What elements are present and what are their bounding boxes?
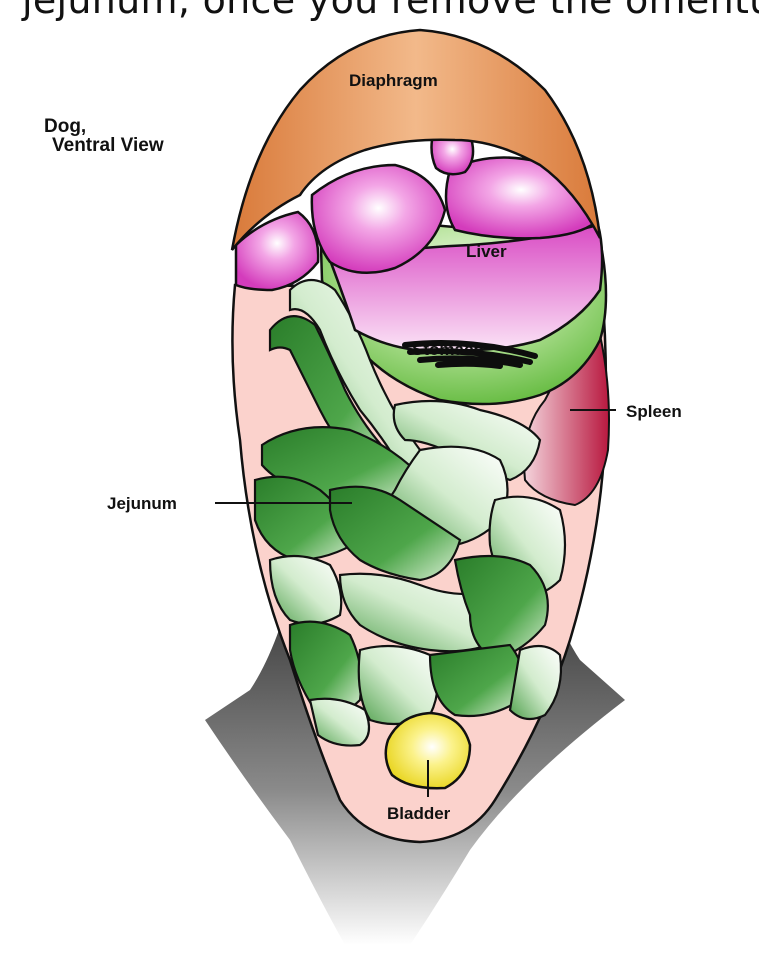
liver-label: Liver (466, 242, 507, 261)
diaphragm-organ (230, 28, 602, 251)
jejunum-label: Jejunum (107, 494, 177, 513)
bladder-label: Bladder (387, 804, 451, 823)
title-line-2: Ventral View (52, 135, 164, 156)
jejunum-loops (253, 278, 567, 747)
stomach-scribble (402, 340, 538, 369)
bladder-organ (384, 711, 472, 790)
liver-organ (234, 131, 604, 353)
spleen-label: Spleen (626, 402, 682, 421)
title-line-1: Dog, (44, 116, 87, 137)
diagram-title: Dog, Ventral View (44, 117, 164, 155)
diaphragm-label: Diaphragm (349, 71, 438, 90)
caption-text: jejunum, once you remove the omentu (22, 0, 759, 22)
